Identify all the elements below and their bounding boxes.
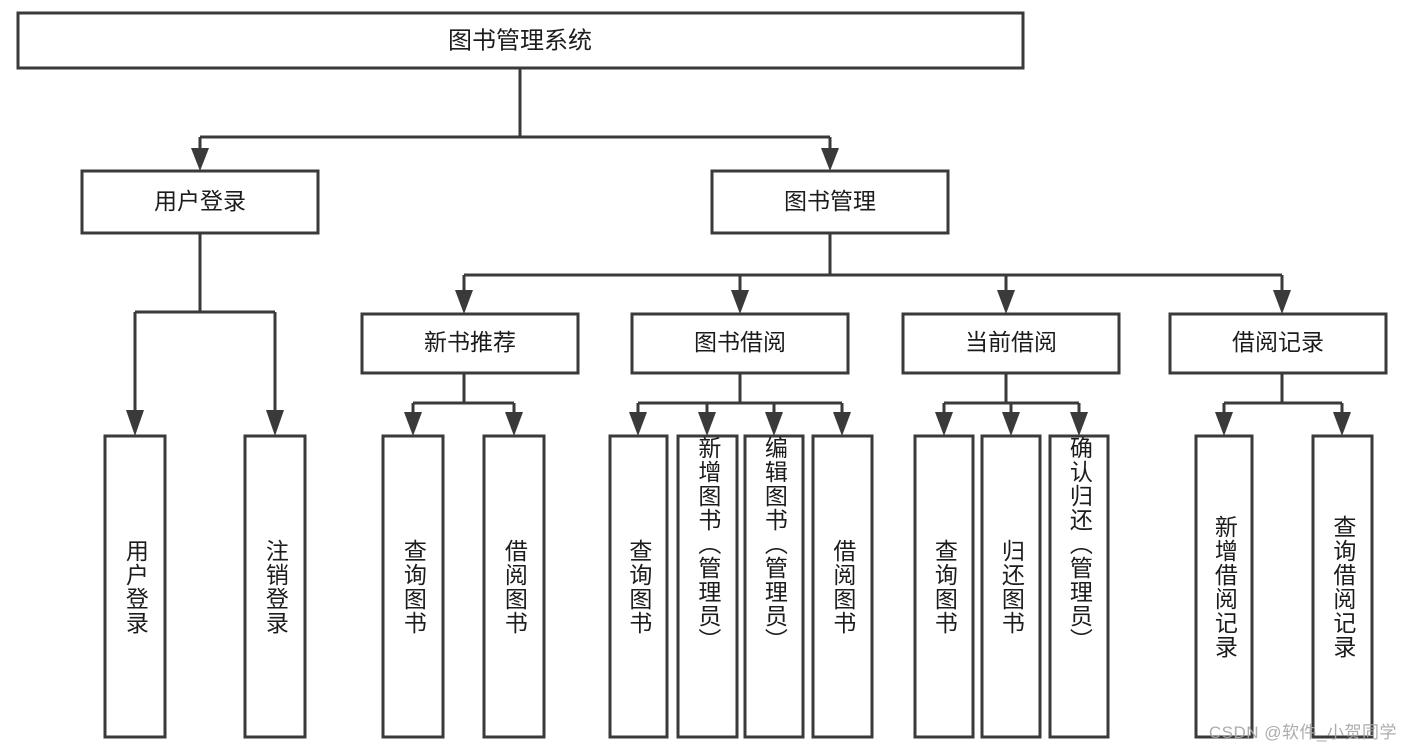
edges-current-borrow-to-leaves [935,373,1088,436]
node-new-book-recommend-label: 新书推荐 [424,329,516,355]
node-current-borrow[interactable]: 当前借阅 [901,312,1121,375]
arrow-head-book-borrow [731,290,749,314]
leaf-box-query-book-3[interactable] [913,434,975,739]
node-book-manage-box[interactable] [710,169,950,235]
leaf-box-edit-book[interactable] [743,434,805,739]
leaf-boxes [103,434,1374,739]
edges-new-book-recommend-to-leaves [404,373,523,436]
node-root[interactable]: 图书管理系统 [16,11,1025,70]
arrow-head-leaf-add-book [698,412,716,436]
node-user-login-label: 用户登录 [154,188,246,214]
arrow-head-leaf-query-book-2 [629,412,647,436]
leaf-box-borrow-book-2[interactable] [811,434,874,739]
arrow-head-leaf-query-book-1 [404,412,422,436]
node-current-borrow-label: 当前借阅 [965,329,1057,355]
node-current-borrow-box[interactable] [901,312,1121,375]
leaf-box-query-book-1[interactable] [381,434,445,739]
arrow-head-leaf-query-book-3 [935,412,953,436]
arrow-head-leaf-confirm-return [1070,412,1088,436]
node-borrow-record-label: 借阅记录 [1232,329,1324,355]
arrow-head-leaf-borrow-book-1 [505,412,523,436]
arrow-head-new-book-recommend [455,290,473,314]
edges-borrow-record-to-leaves [1215,373,1351,436]
arrow-head-leaf-borrow-book-2 [833,412,851,436]
arrow-head-current-borrow [997,290,1015,314]
node-borrow-record[interactable]: 借阅记录 [1168,312,1388,375]
arrow-head-borrow-record [1273,290,1291,314]
leaf-box-return-book[interactable] [980,434,1042,739]
node-borrow-record-box[interactable] [1168,312,1388,375]
node-book-manage-label: 图书管理 [784,188,876,214]
arrow-head-leaf-add-record [1215,412,1233,436]
leaf-box-query-record[interactable] [1311,434,1374,739]
node-new-book-recommend-box[interactable] [360,312,580,375]
node-user-login-box[interactable] [80,169,320,235]
edges-book-manage-to-level3 [455,233,1291,314]
node-book-borrow-label: 图书借阅 [694,329,786,355]
node-root-box[interactable] [16,11,1025,70]
arrow-head-book-manage [821,148,839,171]
leaf-box-confirm-return[interactable] [1048,434,1110,739]
arrow-head-leaf-query-record [1333,412,1351,436]
arrow-head-user-login [191,148,209,171]
arrow-head-leaf-user-login [126,410,144,436]
edges-root-to-level2 [191,68,839,171]
leaf-box-query-book-2[interactable] [608,434,669,739]
leaf-box-add-book[interactable] [676,434,739,739]
leaf-box-add-record[interactable] [1194,434,1254,739]
arrow-head-leaf-return-book [1002,412,1020,436]
leaf-box-logout-login[interactable] [243,434,307,739]
leaf-box-borrow-book-1[interactable] [482,434,546,739]
edges-user-login-to-leaves [126,233,284,436]
node-book-borrow-box[interactable] [630,312,850,375]
node-user-login[interactable]: 用户登录 [80,169,320,235]
arrow-head-leaf-edit-book [765,412,783,436]
node-book-borrow[interactable]: 图书借阅 [630,312,850,375]
node-root-label: 图书管理系统 [448,27,592,54]
node-new-book-recommend[interactable]: 新书推荐 [360,312,580,375]
edges-book-borrow-to-leaves [629,373,851,436]
leaf-box-user-login[interactable] [103,434,167,739]
node-book-manage[interactable]: 图书管理 [710,169,950,235]
arrow-head-leaf-logout-login [266,410,284,436]
